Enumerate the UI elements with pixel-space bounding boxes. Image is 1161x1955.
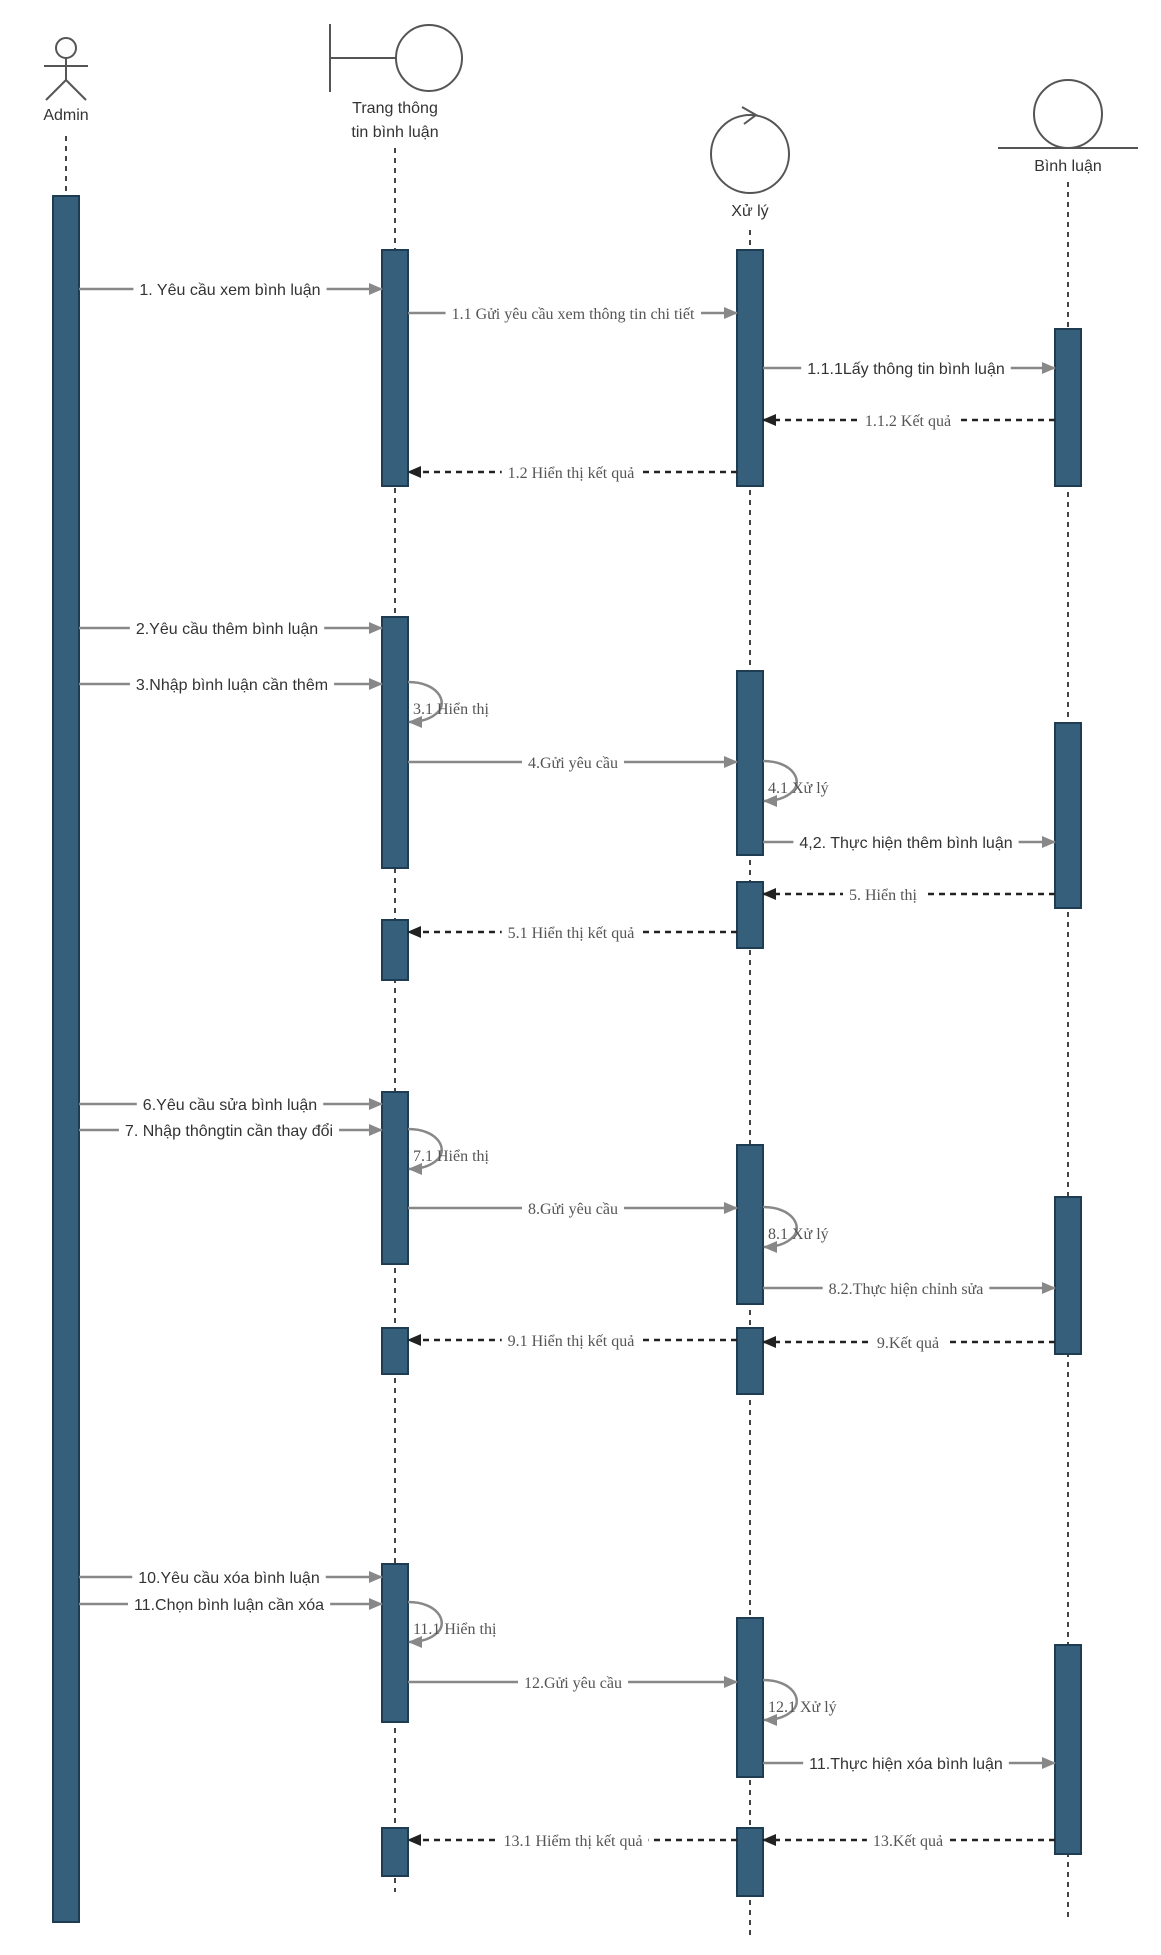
ui-activation-bar	[381, 1327, 409, 1375]
entity-activation-bar	[1054, 328, 1082, 487]
message-1: 1. Yêu cầu xem bình luận	[79, 281, 383, 300]
control-icon	[710, 106, 790, 194]
message-17: 8.Gửi yêu cầu	[408, 1200, 738, 1219]
message-23: 11.Chọn bình luận cần xóa	[79, 1596, 383, 1615]
ctrl-activation-bar	[736, 249, 764, 487]
message-2: 1.1 Gửi yêu cầu xem thông tin chi tiết	[408, 305, 738, 324]
message-18: 8.1 Xử lý	[762, 1205, 829, 1253]
message-arrow	[762, 759, 798, 807]
message-3: 1.1.1Lấy thông tin bình luận	[763, 360, 1056, 379]
message-11: 4,2. Thực hiện thêm bình luận	[763, 834, 1056, 853]
message-label: 8.Gửi yêu cầu	[528, 1201, 618, 1218]
message-25: 12.Gửi yêu cầu	[408, 1674, 738, 1693]
message-label: 2.Yêu cầu thêm bình luận	[136, 621, 318, 638]
message-21: 9.Kết quả	[762, 1334, 1055, 1353]
message-label: 4.1 Xử lý	[768, 780, 829, 797]
message-label: 1. Yêu cầu xem bình luận	[139, 282, 320, 299]
ctrl-label: Xử lý	[731, 203, 768, 220]
message-arrow	[407, 1127, 443, 1175]
ui-activation-bar	[381, 1563, 409, 1723]
entity-icon	[998, 79, 1138, 149]
admin-label: Admin	[43, 107, 88, 124]
message-label: 13.Kết quả	[873, 1833, 943, 1850]
message-label: 4.Gửi yêu cầu	[528, 755, 618, 772]
message-7: 3.Nhập bình luận cần thêm	[79, 676, 383, 695]
entity-label: Bình luận	[1034, 158, 1102, 175]
message-label: 11.Thực hiện xóa bình luận	[809, 1756, 1003, 1773]
message-label: 5. Hiển thị	[849, 887, 918, 904]
message-label: 4,2. Thực hiện thêm bình luận	[799, 835, 1012, 852]
message-label: 8.1 Xử lý	[768, 1226, 829, 1243]
entity-activation-bar	[1054, 1644, 1082, 1855]
message-label: 3.1 Hiển thị	[413, 701, 490, 718]
message-label: 1.2 Hiển thị kết quả	[508, 465, 635, 482]
message-label: 11.1 Hiển thị	[413, 1621, 497, 1638]
admin-activation-bar	[52, 195, 80, 1923]
message-label: 1.1.1Lấy thông tin bình luận	[807, 361, 1005, 378]
message-label: 9.1 Hiển thị kết quả	[508, 1333, 635, 1350]
message-19: 8.2.Thực hiện chỉnh sửa	[763, 1280, 1056, 1299]
ui-label: Trang thông	[352, 100, 438, 117]
message-label: 13.1 Hiểm thị kết quả	[503, 1833, 642, 1850]
message-4: 1.1.2 Kết quả	[762, 412, 1055, 431]
message-label: 12.Gửi yêu cầu	[524, 1675, 622, 1692]
message-label: 5.1 Hiển thị kết quả	[508, 925, 635, 942]
message-24: 11.1 Hiển thị	[407, 1600, 497, 1648]
ctrl-activation-bar	[736, 881, 764, 949]
message-12: 5. Hiển thị	[762, 886, 1055, 905]
ui-label-line2: tin bình luận	[351, 124, 438, 141]
ui-activation-bar	[381, 249, 409, 487]
ctrl-activation-bar	[736, 1327, 764, 1395]
message-label: 7.1 Hiển thị	[413, 1148, 490, 1165]
message-14: 6.Yêu cầu sửa bình luận	[79, 1096, 383, 1115]
entity-activation-bar	[1054, 1196, 1082, 1355]
message-10: 4.1 Xử lý	[762, 759, 829, 807]
message-label: 10.Yêu cầu xóa bình luận	[138, 1570, 319, 1587]
message-label: 1.1 Gửi yêu cầu xem thông tin chi tiết	[452, 306, 695, 323]
ctrl-activation-bar	[736, 1827, 764, 1897]
message-5: 1.2 Hiển thị kết quả	[407, 464, 737, 483]
message-13: 5.1 Hiển thị kết quả	[407, 924, 737, 943]
message-label: 9.Kết quả	[877, 1335, 939, 1352]
message-26: 12.1 Xử lý	[762, 1678, 837, 1726]
message-arrow	[762, 1205, 798, 1253]
message-15: 7. Nhập thôngtin cần thay đổi	[79, 1121, 383, 1141]
message-20: 9.1 Hiển thị kết quả	[407, 1332, 737, 1351]
message-8: 3.1 Hiển thị	[407, 680, 490, 728]
message-arrow	[407, 680, 443, 728]
message-label: 3.Nhập bình luận cần thêm	[136, 677, 328, 694]
entity-activation-bar	[1054, 722, 1082, 909]
ui-activation-bar	[381, 919, 409, 981]
ui-activation-bar	[381, 1091, 409, 1265]
ctrl-activation-bar	[736, 1617, 764, 1778]
message-label: 7. Nhập thôngtin cần thay đổi	[125, 1122, 333, 1140]
message-label: 12.1 Xử lý	[768, 1699, 837, 1716]
ui-activation-bar	[381, 616, 409, 869]
actor-icon	[44, 37, 88, 101]
message-arrow	[407, 1600, 443, 1648]
ui-activation-bar	[381, 1827, 409, 1877]
message-22: 10.Yêu cầu xóa bình luận	[79, 1569, 383, 1588]
message-16: 7.1 Hiển thị	[407, 1127, 490, 1175]
message-label: 1.1.2 Kết quả	[865, 413, 951, 430]
message-28: 13.1 Hiểm thị kết quả	[407, 1832, 737, 1851]
message-label: 6.Yêu cầu sửa bình luận	[143, 1097, 317, 1114]
boundary-icon	[329, 24, 463, 92]
message-27: 11.Thực hiện xóa bình luận	[763, 1755, 1056, 1774]
message-label: 8.2.Thực hiện chỉnh sửa	[829, 1281, 984, 1298]
message-6: 2.Yêu cầu thêm bình luận	[79, 620, 383, 639]
message-label: 11.Chọn bình luận cần xóa	[134, 1597, 324, 1614]
message-29: 13.Kết quả	[762, 1832, 1055, 1851]
ctrl-activation-bar	[736, 1144, 764, 1305]
message-9: 4.Gửi yêu cầu	[408, 754, 738, 773]
message-arrow	[762, 1678, 798, 1726]
ctrl-activation-bar	[736, 670, 764, 856]
